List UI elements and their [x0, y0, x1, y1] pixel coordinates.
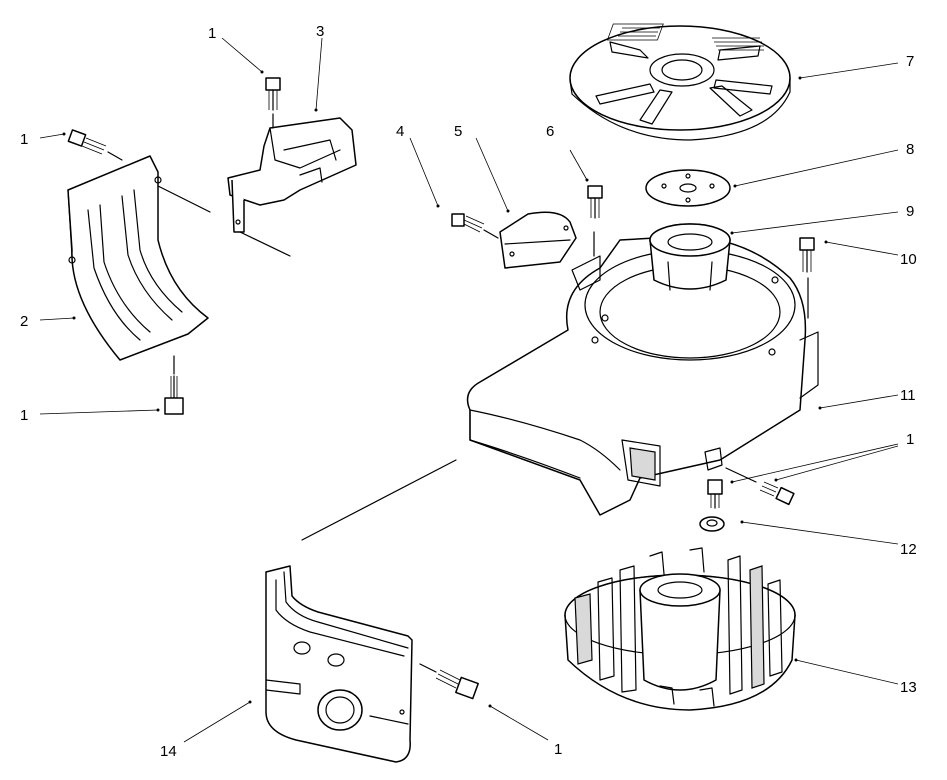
blower-housing [466, 235, 899, 516]
screen-plate [645, 149, 899, 207]
bracket-3 [227, 37, 357, 257]
callout-5: 5 [454, 123, 462, 140]
callout-10: 10 [900, 251, 917, 268]
callout-1-lower-left: 1 [20, 407, 28, 424]
callout-9: 9 [906, 203, 914, 220]
bolt-bracket [221, 37, 281, 129]
callout-1-right: 1 [906, 431, 914, 448]
callout-7: 7 [906, 53, 914, 70]
washer-12 [699, 516, 899, 545]
screen-mesh-left [606, 23, 664, 41]
bolt-lower-cover [419, 663, 549, 741]
screen-mesh-right [712, 37, 764, 51]
callout-6: 6 [546, 123, 554, 140]
lower-cover-14 [183, 459, 457, 763]
rotating-screen [569, 23, 899, 141]
callout-labels: 1 3 1 2 1 4 5 6 7 8 9 10 11 1 12 13 14 1 [20, 23, 917, 760]
bolt-top-left [39, 129, 123, 161]
flywheel-13 [564, 547, 899, 711]
callout-12: 12 [900, 541, 917, 558]
cover-plate-5 [475, 137, 577, 269]
callout-4: 4 [396, 123, 404, 140]
callout-1-bracket-bolt: 1 [208, 25, 216, 42]
callout-1-lower-cover: 1 [554, 741, 562, 758]
callout-3: 3 [316, 23, 324, 40]
bolt-10 [799, 237, 899, 319]
bolts-right [707, 443, 899, 509]
callout-11: 11 [900, 387, 916, 404]
callout-14: 14 [160, 743, 177, 760]
callout-13: 13 [900, 679, 917, 696]
curved-shield-2 [39, 155, 211, 361]
callout-8: 8 [906, 141, 914, 158]
callout-2: 2 [20, 313, 28, 330]
screw-4 [409, 137, 499, 239]
flywheel-fins [574, 547, 783, 707]
housing-center-hub [593, 211, 899, 291]
screw-6 [569, 149, 603, 219]
callout-1-top-left: 1 [20, 131, 28, 148]
bolt-lower-left [39, 355, 184, 415]
